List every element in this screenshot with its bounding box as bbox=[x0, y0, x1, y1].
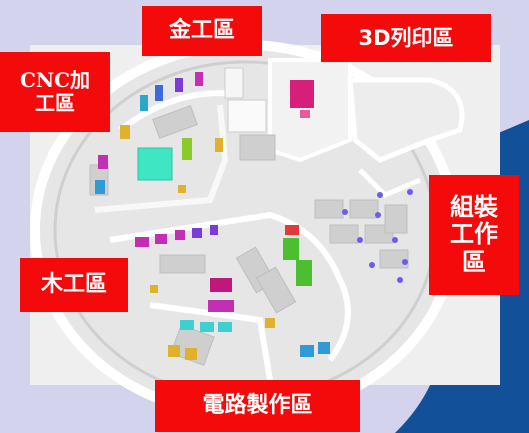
work-tables bbox=[89, 105, 409, 366]
colored-storage-units bbox=[95, 72, 330, 360]
partition-wall-mid bbox=[94, 104, 229, 213]
annex-corridor bbox=[347, 77, 465, 163]
partition-wall-bottom bbox=[149, 302, 273, 381]
partition-wall-right bbox=[358, 168, 421, 198]
assembly-chairs bbox=[342, 189, 413, 283]
zone-label-woodwork: 木工區 bbox=[20, 258, 128, 312]
metal-press bbox=[224, 67, 244, 99]
cnc-machine bbox=[137, 147, 173, 181]
zone-label-cnc: CNC加 工區 bbox=[0, 52, 110, 132]
3d-printer-small bbox=[300, 110, 310, 118]
zone-label-electronics: 電路製作區 bbox=[155, 380, 360, 432]
3d-printer-cabinet bbox=[290, 80, 314, 108]
zone-label-3d-printing: 3D列印區 bbox=[321, 14, 491, 62]
zone-label-assembly: 組裝 工作 區 bbox=[429, 175, 519, 295]
partition-wall-lower bbox=[109, 211, 351, 362]
metal-machine bbox=[227, 99, 267, 133]
zone-label-metalwork: 金工區 bbox=[142, 6, 262, 56]
